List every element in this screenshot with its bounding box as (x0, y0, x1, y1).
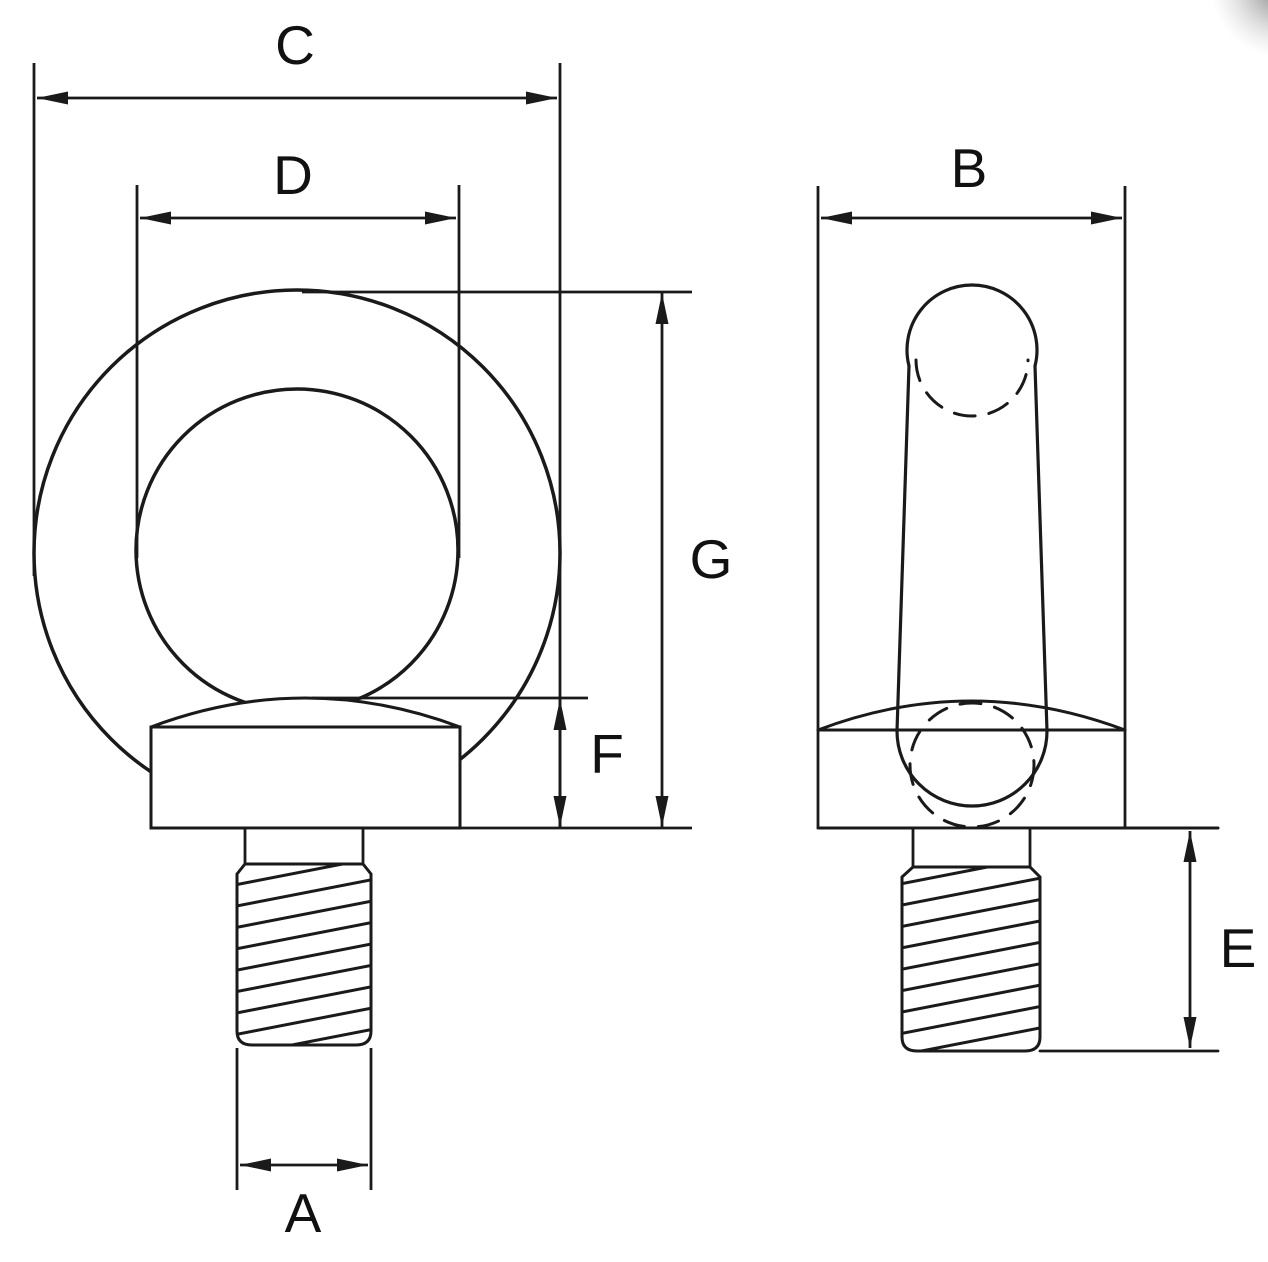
label-C: C (275, 14, 315, 76)
label-A: A (285, 1182, 322, 1244)
front-view (32, 288, 562, 1047)
threaded-section (235, 862, 373, 1047)
dimensions (32, 63, 1197, 1190)
label-F: F (590, 723, 624, 785)
label-G: G (690, 528, 733, 590)
corner-shade-artifact (1211, 0, 1268, 57)
label-D: D (273, 144, 313, 206)
eye-profile-right-taper (1033, 364, 1049, 733)
side-collar-dome-arc (816, 699, 1127, 732)
side-view (816, 283, 1220, 1053)
eye-profile-top-arc (905, 283, 1039, 368)
eye-hidden-hole-arc (914, 358, 1030, 418)
label-E: E (1220, 917, 1257, 979)
collar (149, 725, 462, 830)
side-shank-neck (911, 826, 1032, 869)
shank-neck (243, 826, 365, 866)
boss-bottom-arc (895, 729, 1049, 808)
eye-profile-left-taper (895, 364, 911, 733)
collar-dome (150, 696, 461, 729)
eye-inner-circle (134, 387, 460, 713)
dimension-labels: C D B G F E A (273, 14, 1256, 1244)
side-threaded-section (900, 865, 1042, 1053)
label-B: B (951, 137, 988, 199)
hidden-boss-dashed-circle (908, 701, 1036, 829)
